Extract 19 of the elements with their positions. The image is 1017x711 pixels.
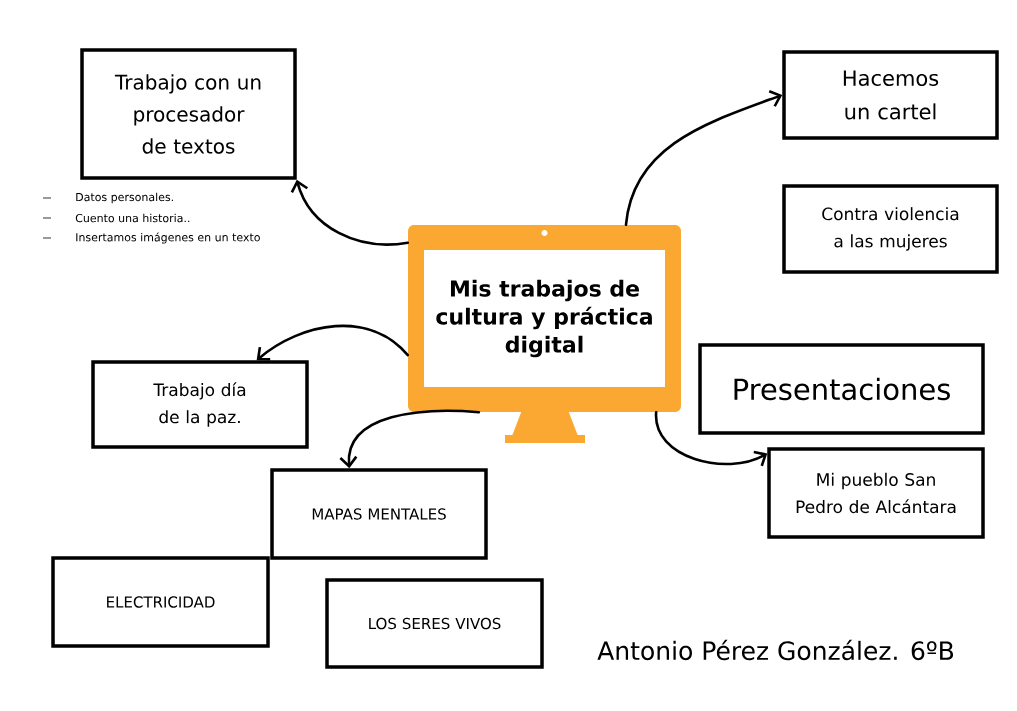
text-box: MAPAS MENTALES xyxy=(270,468,488,560)
list-item: Cuento una historia.. xyxy=(75,213,190,223)
arrow xyxy=(256,324,410,361)
text-box: Contra violencia a las mujeres xyxy=(782,184,999,274)
text-box: Trabajo día de la paz. xyxy=(91,360,309,449)
arrow xyxy=(339,409,481,469)
list-item: Datos personales. xyxy=(76,192,173,204)
list-item: Insertamos imágenes en un texto xyxy=(76,232,260,244)
text-box: Hacemos un cartel xyxy=(782,50,999,140)
arrow xyxy=(654,410,768,467)
text-box: Presentaciones xyxy=(698,343,985,435)
monitor: Mis trabajos de cultura y práctica digital xyxy=(408,225,681,443)
arrow xyxy=(624,90,783,227)
text-box: Mi pueblo San Pedro de Alcántara xyxy=(767,447,985,539)
text-box: Trabajo con un procesador de textos xyxy=(80,48,297,180)
arrow xyxy=(290,179,410,246)
text-box: LOS SERES VIVOS xyxy=(325,578,544,669)
author-signature: Antonio Pérez González. 6ºB xyxy=(597,639,954,661)
text-box: ELECTRICIDAD xyxy=(51,556,270,648)
